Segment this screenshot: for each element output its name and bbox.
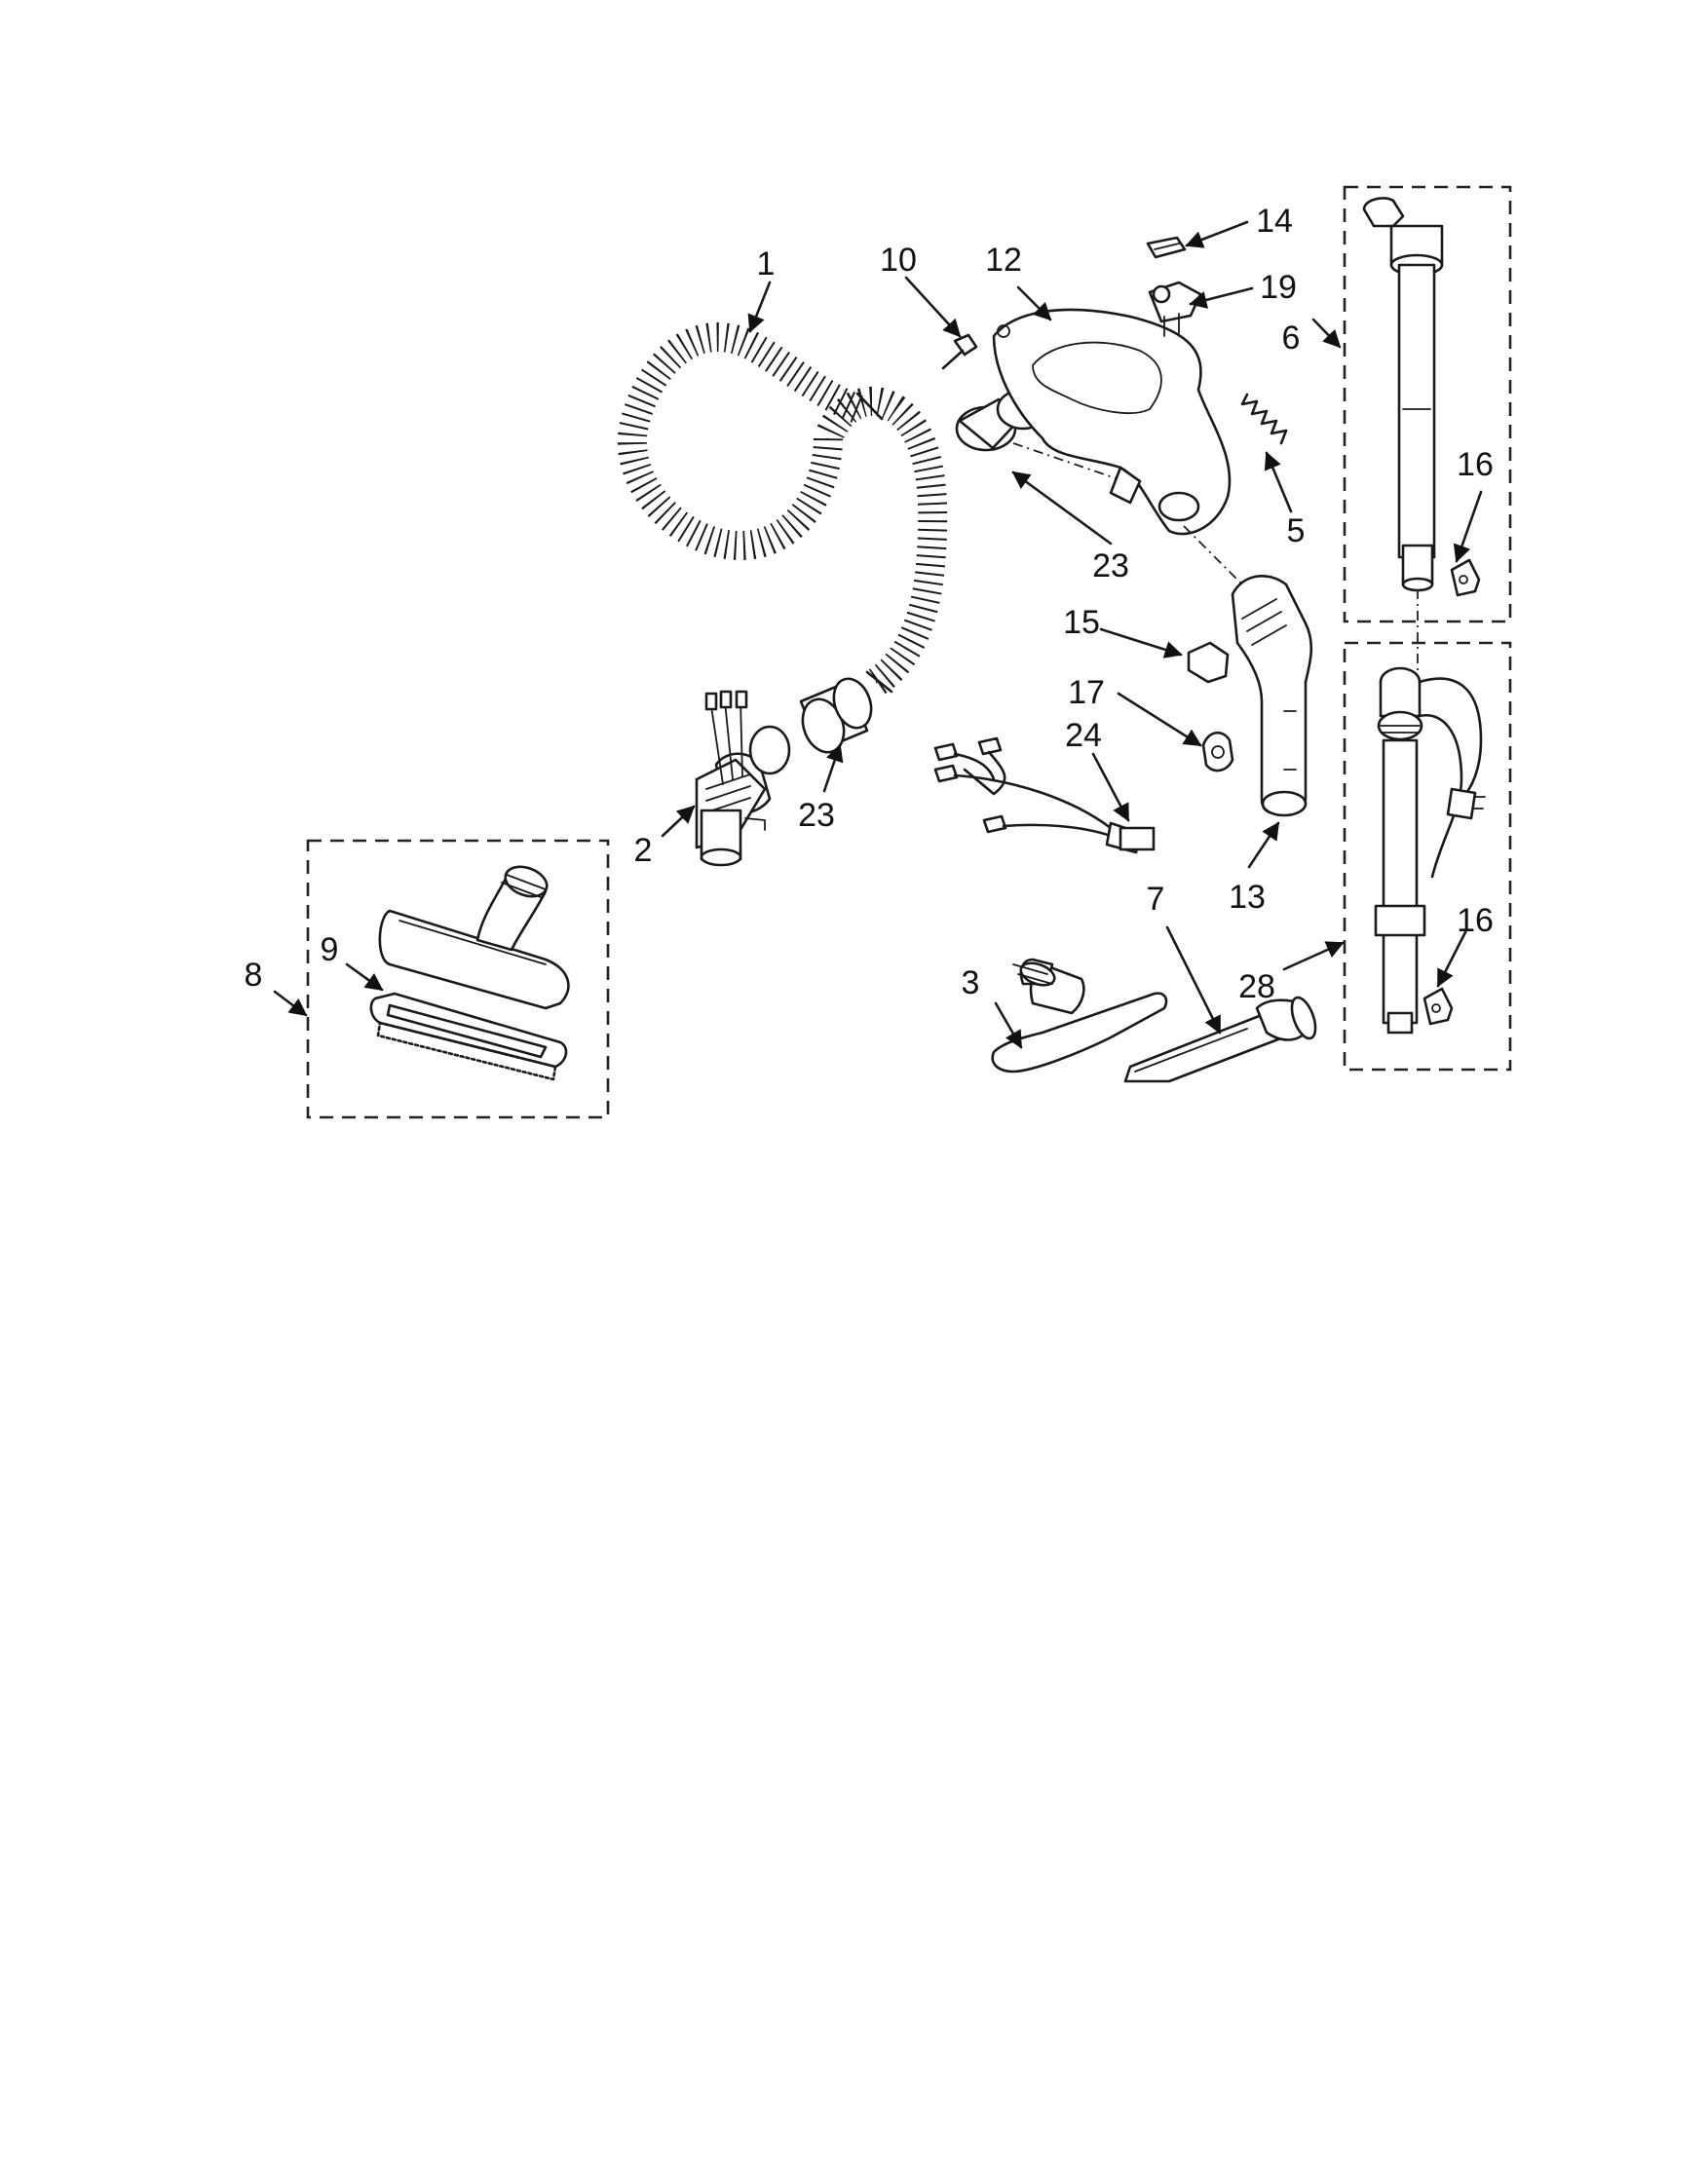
leader-24: [1091, 752, 1130, 822]
label-23-lower: 23: [798, 797, 835, 834]
leader-9: [345, 962, 384, 992]
leader-23-upper: [1011, 471, 1113, 546]
label-12: 12: [985, 242, 1022, 279]
group-box-8: [306, 839, 610, 1119]
leader-12: [1016, 285, 1052, 321]
leader-1: [747, 281, 772, 333]
latch-part-15: [1187, 641, 1230, 684]
lower-wand-part-28: [1374, 666, 1486, 1035]
leader-6: [1311, 318, 1342, 349]
leader-14: [1185, 220, 1249, 248]
label-1: 1: [757, 245, 776, 282]
label-17: 17: [1068, 674, 1105, 711]
leader-23-lower: [822, 743, 844, 793]
group-box-6: [1343, 185, 1512, 623]
label-28: 28: [1238, 968, 1275, 1005]
upper-wand-part-6: [1362, 197, 1444, 672]
label-14: 14: [1256, 203, 1293, 240]
callout-labels: 1 10 12 14 19 6 16 5 23 15 17 24 23 2 13…: [245, 203, 1494, 1005]
leader-16-upper: [1453, 490, 1483, 563]
brush-part-9: [369, 992, 568, 1081]
label-19: 19: [1260, 269, 1297, 306]
label-6: 6: [1282, 320, 1301, 357]
label-5: 5: [1287, 512, 1306, 549]
label-24: 24: [1065, 717, 1102, 754]
wand-connector-part-13: [1231, 575, 1313, 817]
label-2: 2: [634, 832, 653, 869]
label-16-lower: 16: [1457, 902, 1494, 939]
group-box-28: [1343, 641, 1512, 1072]
label-16-upper: 16: [1457, 446, 1494, 483]
label-8: 8: [245, 957, 263, 994]
label-3: 3: [962, 964, 980, 1001]
screw-part-10: [941, 333, 978, 370]
label-13: 13: [1229, 879, 1266, 916]
spring-part-5: [1240, 393, 1288, 445]
leader-10: [904, 276, 962, 338]
leader-16-lower: [1436, 928, 1468, 988]
button-part-17: [1201, 732, 1234, 772]
leader-8: [273, 990, 308, 1017]
leader-7: [1165, 925, 1222, 1035]
label-10: 10: [880, 242, 917, 279]
leader-5: [1264, 451, 1293, 513]
leader-13: [1247, 821, 1280, 869]
label-15: 15: [1063, 604, 1100, 641]
clip-part-16-lower: [1422, 987, 1454, 1026]
leader-19: [1189, 286, 1254, 309]
label-7: 7: [1147, 881, 1165, 918]
leader-28: [1282, 941, 1345, 971]
label-23-upper: 23: [1092, 547, 1129, 584]
cuff-part-23-lower: [799, 677, 873, 754]
crevice-tool-part-7: [1123, 996, 1317, 1083]
leader-17: [1117, 692, 1202, 747]
leader-15: [1099, 627, 1183, 659]
leader-3: [994, 1001, 1023, 1049]
clip-part-16-upper: [1450, 558, 1481, 597]
handle-part-12: [992, 308, 1243, 585]
leader-2: [661, 805, 696, 838]
clip-part-14: [1146, 236, 1187, 259]
hose-end-part-2: [695, 690, 791, 867]
floor-nozzle-part-3: [991, 958, 1168, 1073]
label-9: 9: [321, 931, 339, 968]
hose-part-1: [617, 322, 948, 695]
wire-harness-part-24: [933, 736, 1156, 854]
floor-tool-part-8: [378, 865, 570, 1010]
leader-arrows: [273, 220, 1483, 1049]
